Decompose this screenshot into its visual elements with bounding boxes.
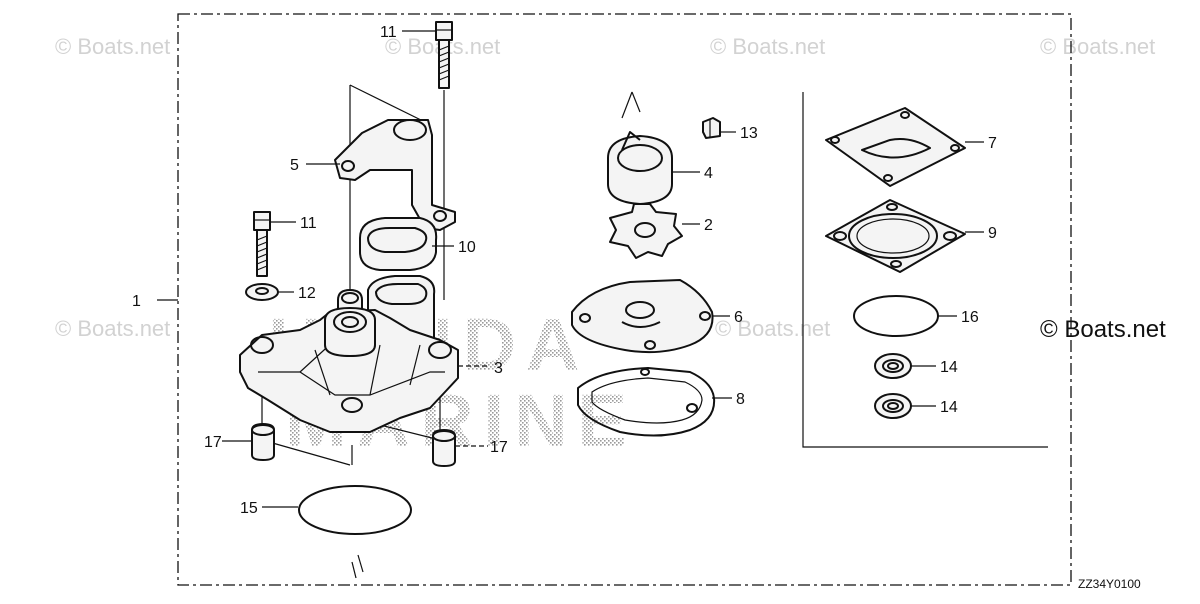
dowel-right xyxy=(432,429,456,467)
callout-1: 1 xyxy=(132,293,141,310)
bearing-lower xyxy=(874,393,912,419)
callout-17-left: 17 xyxy=(204,434,222,451)
callout-6: 6 xyxy=(734,309,743,326)
gasket-kit-top xyxy=(825,107,966,187)
bolt-left xyxy=(253,211,271,277)
assembly-border xyxy=(177,13,1072,586)
o-ring-kit xyxy=(853,295,939,337)
pump-housing xyxy=(239,307,459,433)
o-ring-large xyxy=(298,485,412,535)
watermarks: © Boats.net © Boats.net © Boats.net © Bo… xyxy=(55,34,1166,343)
gasket-lower xyxy=(577,367,716,437)
callout-labels: 1 11 5 11 12 10 3 17 17 15 4 13 2 6 8 7 … xyxy=(132,24,997,517)
watermark-dark: © Boats.net xyxy=(1040,316,1166,343)
callout-16: 16 xyxy=(961,309,979,326)
watermark: © Boats.net xyxy=(715,316,830,341)
callout-7: 7 xyxy=(988,135,997,152)
key xyxy=(702,117,721,139)
callout-5: 5 xyxy=(290,157,299,174)
watermark: © Boats.net xyxy=(710,34,825,59)
bolt-top xyxy=(435,21,453,89)
watermark: © Boats.net xyxy=(1040,34,1155,59)
wear-plate xyxy=(571,279,714,354)
impeller-liner xyxy=(607,91,673,205)
callout-15: 15 xyxy=(240,500,258,517)
callout-2: 2 xyxy=(704,217,713,234)
bearing-upper xyxy=(874,353,912,379)
callout-12: 12 xyxy=(298,285,316,302)
callout-17-right: 17 xyxy=(490,439,508,456)
plate-kit xyxy=(825,199,966,273)
bracket xyxy=(334,119,456,231)
callout-11-top: 11 xyxy=(380,24,397,41)
callout-4: 4 xyxy=(704,165,713,182)
callout-8: 8 xyxy=(736,391,745,408)
kit-bracket xyxy=(802,92,1048,448)
alignment-tick-bottom xyxy=(357,554,364,573)
seal xyxy=(359,217,438,271)
watermark: © Boats.net xyxy=(55,34,170,59)
impeller xyxy=(609,203,683,259)
callout-9: 9 xyxy=(988,225,997,242)
leader-lines xyxy=(157,30,984,508)
callout-13: 13 xyxy=(740,125,758,142)
watermark: © Boats.net xyxy=(55,316,170,341)
dowel-left xyxy=(251,423,275,461)
callout-14-upper: 14 xyxy=(940,359,958,376)
figure-code: ZZ34Y0100 xyxy=(1078,577,1141,591)
alignment-tick-bottom xyxy=(351,561,357,579)
callout-10: 10 xyxy=(458,239,476,256)
callout-14-lower: 14 xyxy=(940,399,958,416)
callout-11-left: 11 xyxy=(300,215,317,232)
washer xyxy=(245,283,279,301)
callout-3: 3 xyxy=(494,360,503,377)
